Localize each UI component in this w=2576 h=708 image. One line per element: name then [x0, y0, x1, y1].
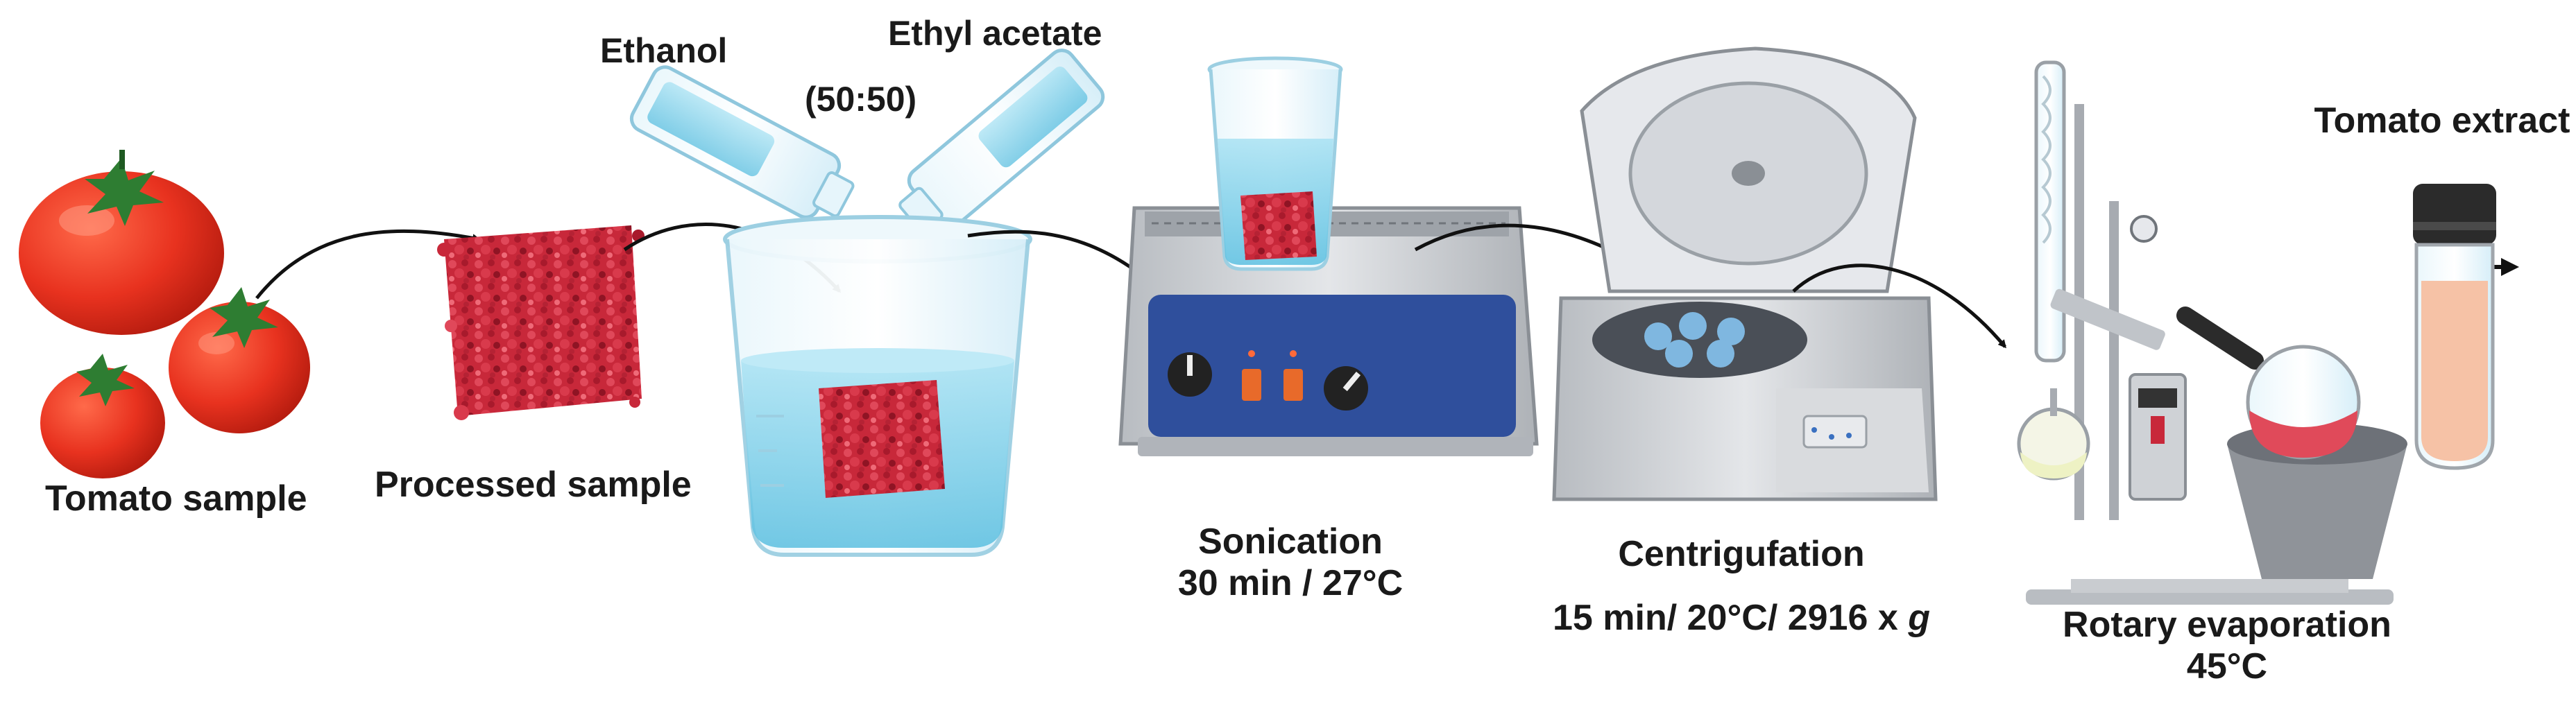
tomato-large-icon	[19, 150, 224, 335]
label-centrifugation-title: Centrigufation	[1618, 534, 1865, 574]
tomato-group-icon	[19, 150, 310, 478]
label-tomato-sample: Tomato sample	[45, 478, 307, 519]
label-solvent-ratio: (50:50)	[805, 80, 917, 119]
tomato-small-right-icon	[169, 287, 310, 433]
label-sonication-title: Sonication	[1198, 521, 1383, 562]
label-ethyl-acetate: Ethyl acetate	[888, 14, 1102, 53]
flow-arrow-1	[255, 229, 481, 300]
processed-sample-icon	[437, 225, 645, 420]
label-rotary-title: Rotary evaporation	[2063, 605, 2391, 645]
ethanol-tube-icon	[629, 65, 855, 219]
label-centrifugation-params: 15 min/ 20°C/ 2916 x g	[1553, 598, 1930, 639]
extract-vial-icon	[2413, 184, 2496, 470]
centrifugation-params-text: 15 min/ 20°C/ 2916 x	[1553, 598, 1898, 638]
tomato-small-left-icon	[40, 354, 165, 478]
centrifugation-unit-g: g	[1908, 598, 1930, 638]
centrifuge-icon	[1552, 46, 1938, 501]
sonicator-icon	[1118, 206, 1539, 456]
label-tomato-extract: Tomato extract	[2314, 101, 2570, 141]
label-rotary-temp: 45°C	[2186, 646, 2268, 687]
extraction-beaker-icon	[723, 215, 1032, 557]
label-processed-sample: Processed sample	[375, 465, 692, 505]
ethyl-acetate-tube-icon	[898, 49, 1105, 233]
label-ethanol: Ethanol	[600, 31, 728, 70]
flow-arrow-5	[1792, 264, 2006, 349]
solvent-pouring-icon	[629, 49, 1105, 233]
sonicator-beaker-icon	[1207, 56, 1343, 271]
rotary-evaporator-icon	[2017, 60, 2407, 605]
label-sonication-params: 30 min / 27°C	[1177, 563, 1404, 603]
